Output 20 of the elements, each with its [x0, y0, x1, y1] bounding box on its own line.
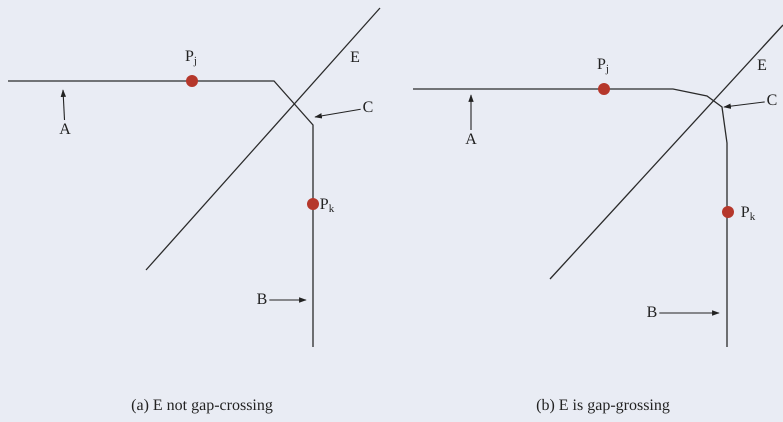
part-label: C — [362, 100, 374, 116]
part-label: B — [646, 305, 658, 321]
caption: (a) E not gap-crossing — [131, 398, 273, 414]
point-label: P$_{k}$ — [740, 205, 756, 223]
point-label: P$_{j}$ — [597, 57, 609, 75]
point-label: P$_{k}$ — [320, 197, 334, 215]
leader-arrow — [60, 89, 66, 120]
part-label: B — [256, 292, 268, 308]
part-label: A — [465, 132, 477, 148]
part-label: A — [59, 122, 71, 138]
leader-arrow — [659, 310, 720, 316]
line-label: E — [350, 50, 360, 66]
leader-arrow — [314, 108, 361, 118]
leader-arrow — [269, 297, 307, 303]
leader-arrow — [468, 94, 474, 130]
part-label: C — [766, 93, 778, 109]
leader-arrow — [723, 101, 765, 109]
point-label: P$_{j}$ — [185, 49, 197, 67]
line-label: E — [757, 58, 767, 74]
caption: (b) E is gap-grossing — [536, 398, 670, 414]
